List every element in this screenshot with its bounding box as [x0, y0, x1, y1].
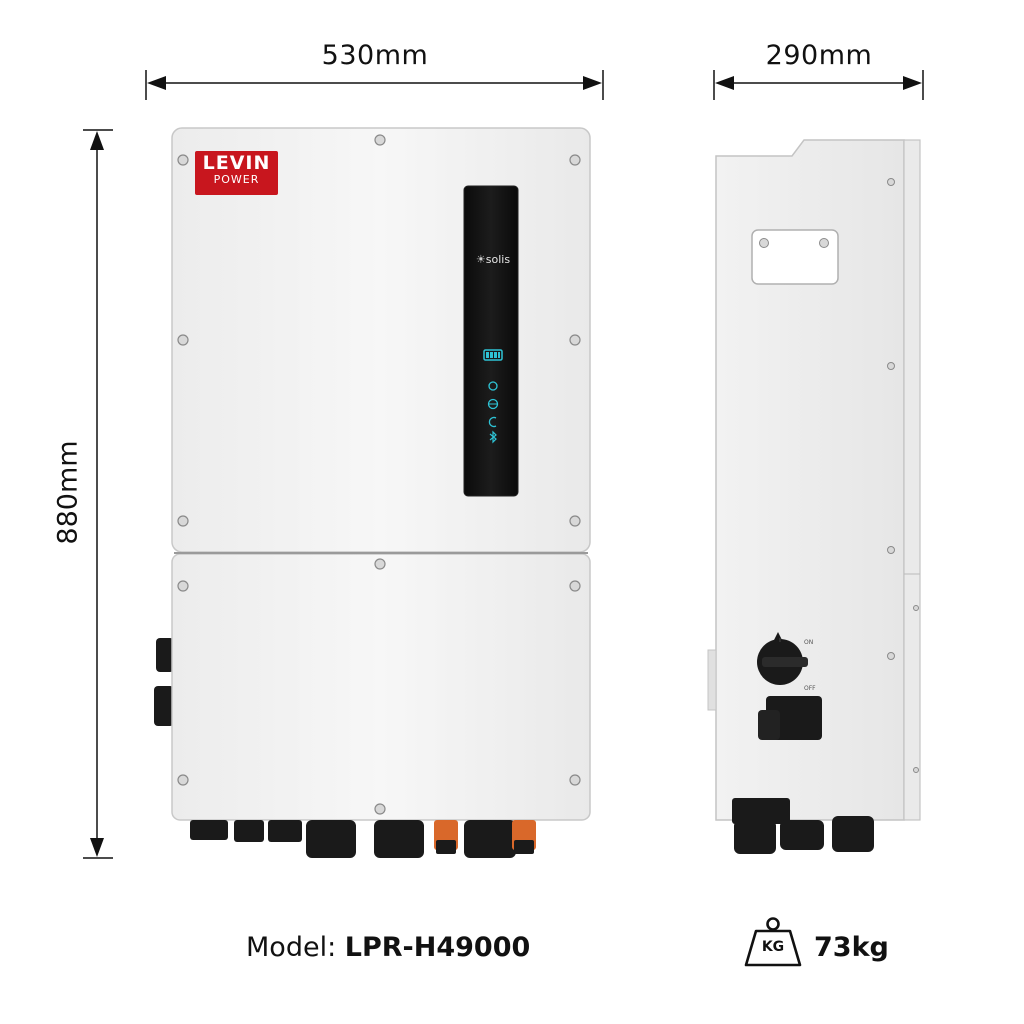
battery-level-icon — [483, 349, 503, 361]
height-dimension-label: 880mm — [52, 440, 84, 545]
solis-sun-icon: ☀ — [475, 254, 486, 266]
height-dimension-arrow — [83, 129, 113, 859]
solis-brand: ☀solis — [470, 250, 516, 268]
inverter-front-view — [150, 124, 600, 864]
model-label: Model: — [246, 932, 337, 963]
levin-power-logo: LEVIN POWER — [195, 151, 278, 195]
logo-line2: POWER — [213, 173, 260, 186]
inverter-side-view — [700, 130, 930, 856]
width-dimension-label: 530mm — [321, 40, 429, 71]
weight-icon-label: KG — [761, 939, 785, 955]
status-indicators — [483, 349, 503, 444]
bluetooth-icon — [489, 430, 497, 444]
weight-value: 73kg — [814, 932, 889, 963]
alarm-indicator-icon — [488, 416, 497, 428]
weight-icon: KG — [744, 916, 802, 968]
logo-line1: LEVIN — [202, 152, 271, 174]
depth-dimension-arrow — [713, 70, 924, 100]
switch-off-label: OFF — [804, 685, 816, 692]
solis-brand-label: solis — [485, 253, 511, 266]
depth-dimension-label: 290mm — [765, 40, 873, 71]
width-dimension-arrow — [145, 70, 604, 100]
model-caption: Model: LPR-H49000 — [246, 932, 530, 963]
switch-on-label: ON — [804, 639, 814, 646]
model-value: LPR-H49000 — [344, 932, 531, 963]
power-indicator-icon — [488, 381, 498, 391]
